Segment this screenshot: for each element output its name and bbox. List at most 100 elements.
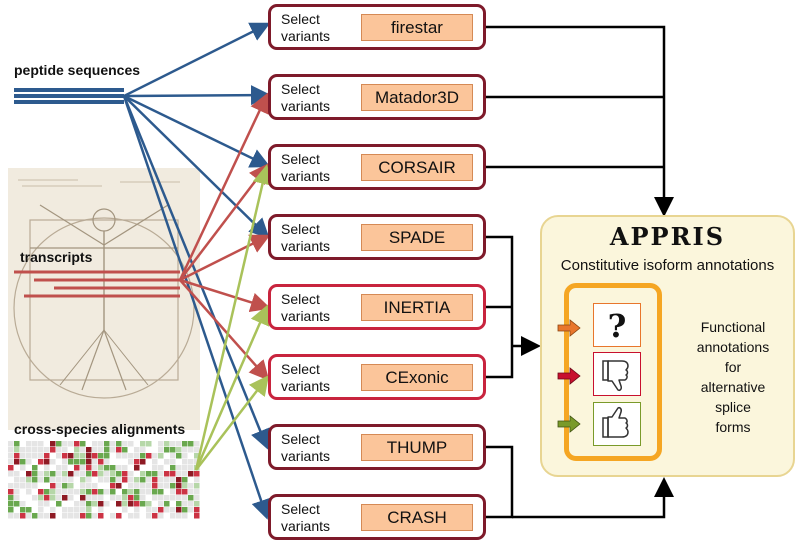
alignment-cell <box>56 471 62 477</box>
alignment-cell <box>134 471 140 477</box>
tool-cexonic: CExonic <box>361 364 473 391</box>
alignment-cell <box>92 441 98 447</box>
alignment-cell <box>110 459 116 465</box>
alignment-cell <box>92 507 98 513</box>
alignment-cell <box>116 441 122 447</box>
alignment-cell <box>170 471 176 477</box>
alignment-cell <box>62 477 68 483</box>
alignment-cell <box>116 501 122 507</box>
alignment-cell <box>14 447 20 453</box>
alignment-cell <box>44 513 50 519</box>
alignment-cell <box>20 465 26 471</box>
alignment-cell <box>38 447 44 453</box>
alignment-cell <box>110 507 116 513</box>
alignment-cell <box>152 507 158 513</box>
alignment-cell <box>92 459 98 465</box>
alignment-cell <box>194 489 200 495</box>
alignment-cell <box>134 441 140 447</box>
alignment-cell <box>14 477 20 483</box>
alignment-cell <box>170 477 176 483</box>
alignment-cell <box>92 465 98 471</box>
alignment-cell <box>68 471 74 477</box>
alignment-cell <box>176 441 182 447</box>
tool-firestar: firestar <box>361 14 473 41</box>
appris-title: APPRIS <box>609 222 726 251</box>
alignment-cell <box>92 483 98 489</box>
alignment-cell <box>158 495 164 501</box>
alignment-cell <box>170 513 176 519</box>
alignment-cell <box>122 507 128 513</box>
alignment-cell <box>104 447 110 453</box>
alignment-cell <box>170 447 176 453</box>
alignment-cell <box>26 513 32 519</box>
alignment-cell <box>122 459 128 465</box>
alignment-cell <box>170 441 176 447</box>
alignment-cell <box>38 489 44 495</box>
alignment-cell <box>158 465 164 471</box>
alignment-cell <box>122 483 128 489</box>
alignment-cell <box>164 489 170 495</box>
alignment-cell <box>80 447 86 453</box>
alignment-cell <box>50 501 56 507</box>
alignment-cell <box>140 513 146 519</box>
transcript-arrow-2 <box>179 163 270 281</box>
alignment-cell <box>182 459 188 465</box>
tool-spade: SPADE <box>361 224 473 251</box>
alignment-cell <box>146 489 152 495</box>
question-mark-icon: ? <box>607 307 627 345</box>
alignment-cell <box>182 441 188 447</box>
alignment-cell <box>74 495 80 501</box>
alignment-cell <box>86 513 92 519</box>
alignment-cell <box>56 495 62 501</box>
alignment-cell <box>80 441 86 447</box>
alignment-cell <box>68 459 74 465</box>
alignment-cell <box>128 459 134 465</box>
alignment-cell <box>152 513 158 519</box>
alignment-cell <box>140 453 146 459</box>
peptide-arrow-2 <box>123 94 271 168</box>
alignment-cell <box>140 447 146 453</box>
alignment-cell <box>86 447 92 453</box>
alignment-cell <box>152 441 158 447</box>
alignment-cell <box>182 507 188 513</box>
alignment-cell <box>188 465 194 471</box>
alignment-cell <box>176 489 182 495</box>
alignment-cell <box>92 453 98 459</box>
alignment-cell <box>8 453 14 459</box>
alignment-cell <box>140 441 146 447</box>
alignment-cell <box>68 447 74 453</box>
alignment-cell <box>128 507 134 513</box>
alignment-cell <box>44 477 50 483</box>
alignment-cell <box>50 441 56 447</box>
alignment-cell <box>14 459 20 465</box>
cross-species-alignments-label: cross-species alignments <box>14 421 186 437</box>
alignment-cell <box>128 495 134 501</box>
alignment-cell <box>104 453 110 459</box>
alignment-cell <box>80 465 86 471</box>
alignment-cell <box>188 483 194 489</box>
alignment-cell <box>26 507 32 513</box>
alignment-cell <box>134 489 140 495</box>
alignment-cell <box>44 507 50 513</box>
alignment-cell <box>128 441 134 447</box>
alignment-cell <box>44 453 50 459</box>
peptide-arrow-0 <box>123 22 271 98</box>
alignment-cell <box>128 489 134 495</box>
alignment-cell <box>74 489 80 495</box>
alignment-cell <box>176 465 182 471</box>
alignment-cell <box>116 465 122 471</box>
alignment-cell <box>26 495 32 501</box>
alignment-cell <box>128 483 134 489</box>
alignment-cell <box>134 453 140 459</box>
alignment-cell <box>14 513 20 519</box>
alignment-cell <box>182 513 188 519</box>
peptide-sequences-label: peptide sequences <box>14 62 141 78</box>
appris-subtitle: Constitutive isoform annotations <box>560 257 775 274</box>
tool-inertia: INERTIA <box>361 294 473 321</box>
alignment-cell <box>152 465 158 471</box>
